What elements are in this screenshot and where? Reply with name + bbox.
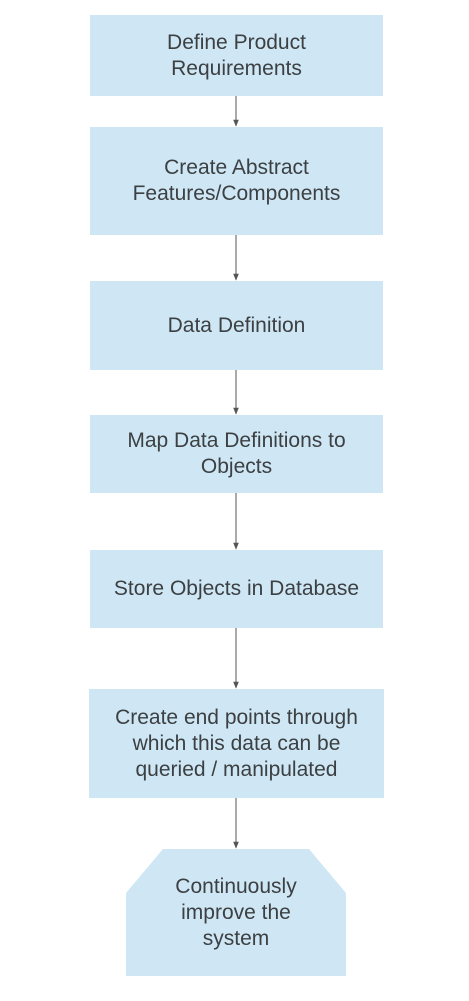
step-create-abstract-features: Create Abstract Features/Components: [90, 127, 383, 235]
step-map-data-definitions: Map Data Definitions to Objects: [90, 415, 383, 493]
step-label: Define Product Requirements: [167, 30, 306, 80]
hexagon-shape: [126, 849, 346, 976]
step-data-definition: Data Definition: [90, 281, 383, 370]
step-create-end-points: Create end points through which this dat…: [89, 689, 384, 798]
step-label: Store Objects in Database: [113, 577, 360, 600]
step-continuously-improve: Continuously improve the system: [126, 849, 346, 976]
step-label: Map Data Definitions to Objects: [127, 429, 346, 478]
step-label: Create end points through which this dat…: [115, 705, 358, 781]
step-define-product-requirements: Define Product Requirements: [90, 15, 383, 96]
step-label: Continuously improve the system: [175, 874, 297, 950]
step-label: Create Abstract Features/Components: [132, 156, 341, 205]
step-store-objects: Store Objects in Database: [90, 550, 383, 628]
step-label: Data Definition: [167, 313, 306, 337]
